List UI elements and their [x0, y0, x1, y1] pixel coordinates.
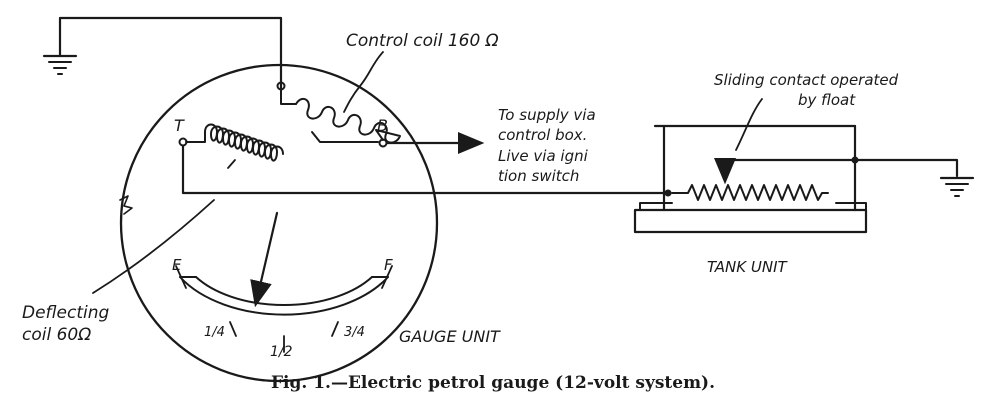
sliding-leader — [735, 98, 763, 151]
gauge-unit-label: GAUGE UNIT — [399, 327, 501, 346]
needle-pivot-mark — [227, 159, 236, 169]
deflecting-label-line1: Deflecting — [22, 303, 110, 323]
sliding-contact — [714, 156, 859, 185]
left-ground-icon — [42, 48, 78, 75]
supply-label-line1: To supply via — [498, 106, 596, 124]
right-ground-wire — [853, 158, 959, 178]
deflecting-coil — [185, 123, 379, 162]
scale-e-label: E — [172, 256, 182, 274]
deflecting-label-line2: coil 60Ω — [22, 325, 91, 345]
scale-quarter-label: 1/4 — [204, 325, 225, 340]
scale-f-label: F — [384, 256, 393, 274]
control-coil — [276, 81, 401, 144]
gauge-unit-circle — [119, 63, 439, 383]
screw-mark — [119, 195, 133, 215]
tank-unit-label: TANK UNIT — [707, 258, 788, 276]
tank-junction-left — [664, 189, 672, 197]
float-resistor — [671, 184, 829, 201]
supply-label-line4: tion switch — [498, 167, 579, 185]
terminal-b-label: B — [377, 116, 388, 135]
terminal-t-label: T — [174, 116, 185, 135]
left-ground-wire — [58, 16, 283, 92]
scale-three-quarter-label: 3/4 — [344, 325, 365, 340]
control-coil-label: Control coil 160 Ω — [346, 31, 499, 51]
control-coil-leader — [343, 51, 384, 113]
gauge-to-tank-wire — [181, 144, 670, 195]
right-ground-icon — [939, 176, 975, 197]
supply-label-line3: Live via igni — [498, 147, 589, 165]
figure-caption: Fig. 1.—Electric petrol gauge (12-volt s… — [271, 373, 715, 393]
gauge-scale — [175, 265, 393, 353]
tank-unit — [633, 124, 868, 234]
scale-half-label: 1/2 — [270, 344, 293, 360]
gauge-needle — [250, 211, 279, 308]
sliding-label-line1: Sliding contact operated — [714, 71, 899, 89]
sliding-label-line2: by float — [798, 91, 856, 109]
supply-label-line2: control box. — [498, 126, 587, 144]
deflecting-leader — [92, 199, 215, 294]
